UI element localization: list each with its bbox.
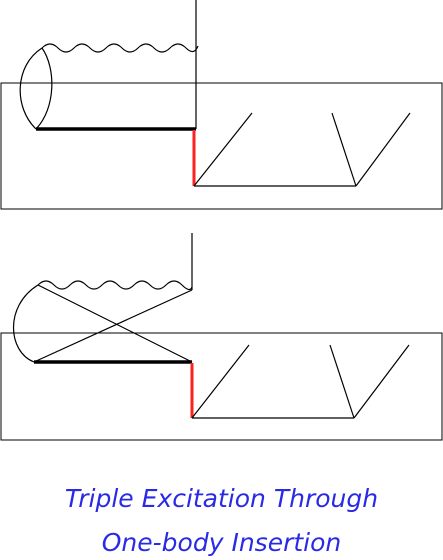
top-wavy-line <box>41 43 199 53</box>
top-v2-right-line <box>355 112 411 187</box>
bottom-left-loop <box>13 284 39 363</box>
top-v2-left-line <box>331 112 357 187</box>
bottom-wavy-line <box>37 280 193 291</box>
top-panel-box <box>0 82 443 210</box>
caption-line-2: One-body Insertion <box>101 528 342 557</box>
diagram <box>0 0 443 441</box>
bottom-panel <box>0 233 443 441</box>
bottom-cross-line-a <box>37 284 193 363</box>
top-left-loop-inner <box>35 47 53 130</box>
bottom-cross-line-b <box>33 289 193 363</box>
top-left-loop <box>19 47 43 130</box>
top-panel <box>0 0 443 210</box>
bottom-v1-line <box>191 344 250 419</box>
bottom-panel-box <box>0 332 443 441</box>
bottom-v2-right-line <box>353 344 410 419</box>
bottom-v2-left-line <box>329 344 355 419</box>
top-v1-line <box>193 112 253 187</box>
caption-line-1: Triple Excitation Through <box>64 484 379 513</box>
